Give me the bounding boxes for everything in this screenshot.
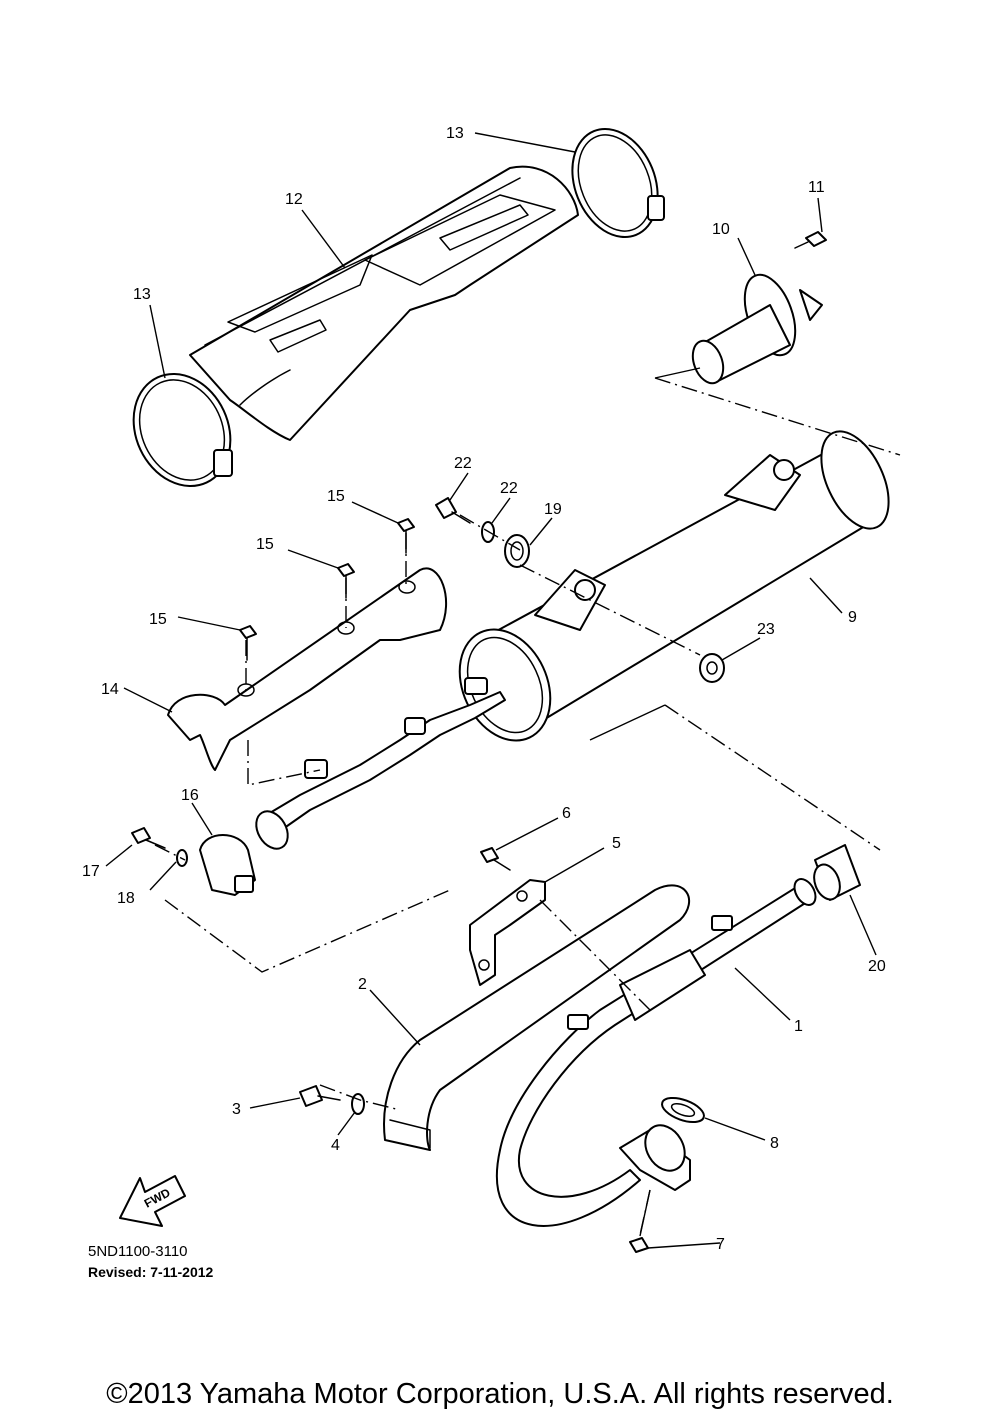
callout-5: 5 bbox=[612, 835, 621, 852]
part-5-bracket bbox=[469, 879, 546, 986]
part-19-sleeve bbox=[813, 844, 861, 901]
callout-2: 2 bbox=[358, 976, 367, 993]
callout-leaders bbox=[105, 132, 877, 1249]
part-exhaust-flange bbox=[619, 1124, 691, 1191]
callout-4: 4 bbox=[331, 1137, 340, 1154]
callout-15-b: 15 bbox=[256, 536, 274, 553]
diagram-info: 5ND1100-3110 Revised: 7-11-2012 bbox=[88, 1242, 213, 1282]
part-17-bolt bbox=[131, 827, 166, 849]
callout-8: 8 bbox=[770, 1135, 779, 1152]
part-silencer-inlet-pipe bbox=[255, 677, 506, 850]
callout-15-a: 15 bbox=[149, 611, 167, 628]
part-2-pipe-protector bbox=[383, 884, 691, 1151]
part-12-heat-shield bbox=[189, 165, 579, 441]
callout-13-top: 13 bbox=[446, 125, 464, 142]
diagram-code: 5ND1100-3110 bbox=[88, 1243, 188, 1260]
part-3-bolt bbox=[299, 1085, 341, 1107]
part-15-screw-a bbox=[239, 625, 257, 661]
callout-18: 18 bbox=[117, 890, 135, 907]
callout-13-left: 13 bbox=[133, 286, 151, 303]
callout-7: 7 bbox=[716, 1236, 725, 1253]
callout-16: 16 bbox=[181, 787, 199, 804]
callout-3: 3 bbox=[232, 1101, 241, 1118]
callout-6: 6 bbox=[562, 805, 571, 822]
callout-9: 9 bbox=[848, 609, 857, 626]
callout-20: 22 bbox=[454, 455, 472, 472]
part-9-silencer bbox=[458, 430, 890, 742]
part-7-nut bbox=[629, 1237, 649, 1253]
callout-22: 19 bbox=[544, 501, 562, 518]
callout-17: 17 bbox=[82, 863, 100, 880]
part-13-clamp-left bbox=[132, 372, 233, 488]
callout-11: 11 bbox=[808, 179, 825, 196]
callout-1: 1 bbox=[794, 1018, 803, 1035]
part-20-bolt bbox=[435, 497, 471, 524]
fwd-arrow: FWD bbox=[119, 1175, 186, 1227]
callout-15-c: 15 bbox=[327, 488, 345, 505]
callout-21: 22 bbox=[500, 480, 518, 497]
callout-10: 10 bbox=[712, 221, 730, 238]
part-10-spark-arrester bbox=[691, 273, 823, 385]
part-13-clamp-top bbox=[571, 127, 665, 239]
part-1-exhaust-pipe bbox=[495, 878, 817, 1227]
callout-14: 14 bbox=[101, 681, 119, 698]
part-8-gasket bbox=[661, 1096, 705, 1124]
part-16-clamp bbox=[199, 834, 256, 896]
part-23-collar bbox=[699, 653, 725, 683]
callout-23: 23 bbox=[757, 621, 775, 638]
part-22-grommet bbox=[504, 534, 530, 568]
callout-19: 20 bbox=[868, 958, 886, 975]
callout-12: 12 bbox=[285, 191, 303, 208]
part-6-bolt bbox=[480, 847, 511, 871]
callout-labels: 13 12 11 10 13 22 22 15 19 15 9 15 23 14… bbox=[82, 125, 886, 1253]
part-4-washer bbox=[351, 1093, 365, 1115]
copyright-notice: ©2013 Yamaha Motor Corporation, U.S.A. A… bbox=[106, 1378, 894, 1410]
revised-date: Revised: 7-11-2012 bbox=[88, 1264, 214, 1280]
part-11-screw bbox=[794, 231, 827, 249]
